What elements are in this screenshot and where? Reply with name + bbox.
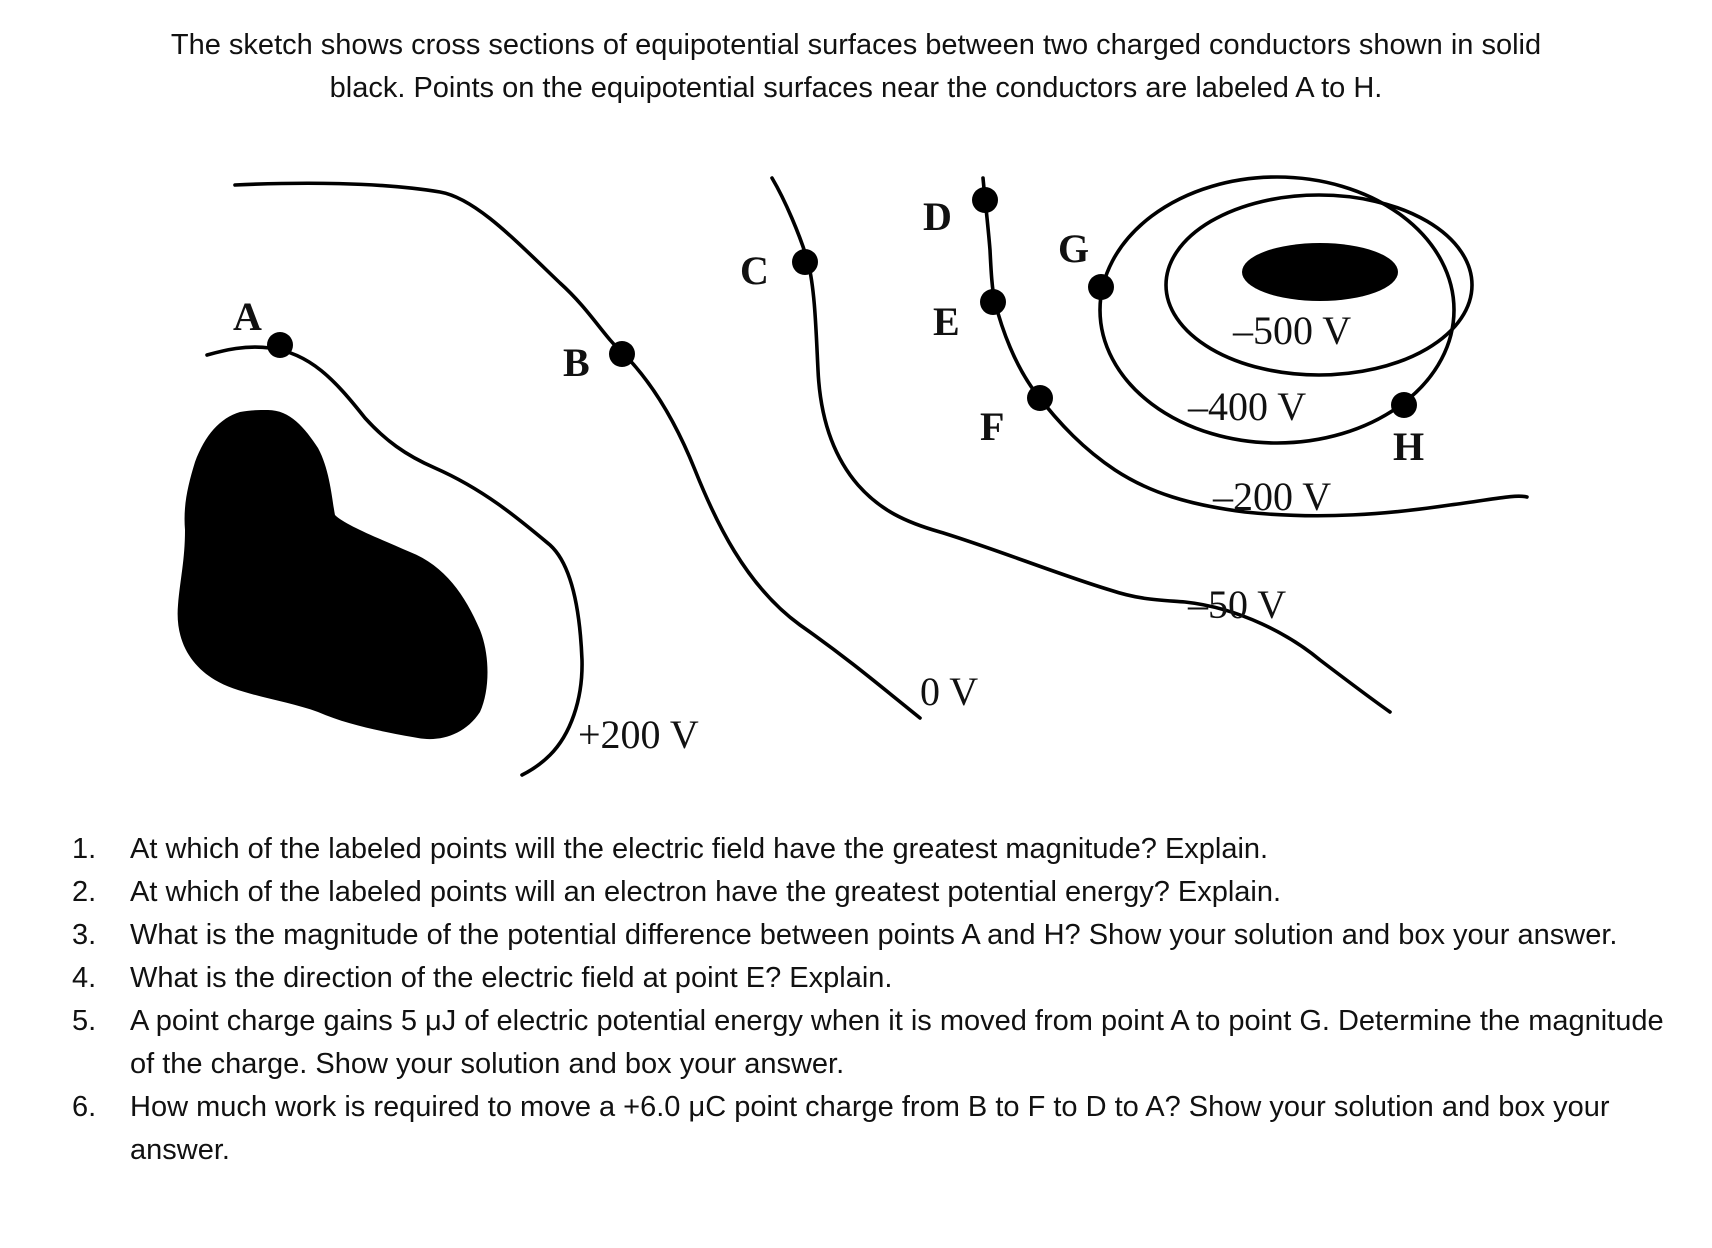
point-d-marker [972, 187, 998, 213]
potential-label-minus500: –500 V [1232, 308, 1351, 353]
question-text: A point charge gains 5 μJ of electric po… [130, 1005, 1664, 1080]
point-label-d: D [923, 194, 952, 239]
intro-line-2: black. Points on the equipotential surfa… [329, 72, 1383, 104]
point-label-c: C [740, 248, 769, 293]
potential-label-plus200: +200 V [578, 712, 699, 757]
question-text: What is the magnitude of the potential d… [130, 919, 1618, 951]
point-g-marker [1088, 274, 1114, 300]
question-text: At which of the labeled points will an e… [130, 876, 1282, 908]
question-text: What is the direction of the electric fi… [130, 962, 893, 994]
point-label-h: H [1393, 424, 1424, 469]
question-item: 4. What is the direction of the electric… [72, 957, 1672, 1000]
equipotential-minus50 [770, 176, 1392, 714]
question-number: 2. [72, 876, 97, 908]
question-item: 6. How much work is required to move a +… [72, 1086, 1672, 1172]
equipotential-minus400 [1098, 175, 1456, 445]
question-list: 1. At which of the labeled points will t… [72, 828, 1672, 1172]
question-item: 2. At which of the labeled points will a… [72, 871, 1672, 914]
equipotential-minus500 [1164, 193, 1474, 377]
question-number: 1. [72, 833, 97, 865]
potential-label-minus50: –50 V [1187, 582, 1286, 627]
point-c-marker [792, 249, 818, 275]
intro-line-1: The sketch shows cross sections of equip… [170, 29, 1542, 61]
equipotential-plus200 [205, 345, 584, 777]
equipotential-minus200 [981, 176, 1529, 518]
potential-label-minus200: –200 V [1212, 474, 1331, 519]
equipotential-diagram: A B C D E F G H +200 V 0 V –50 V –200 V … [177, 175, 1529, 777]
question-text: At which of the labeled points will the … [130, 833, 1269, 865]
question-item: 1. At which of the labeled points will t… [72, 828, 1672, 871]
problem-intro: The sketch shows cross sections of equip… [40, 24, 1672, 110]
point-label-b: B [563, 340, 590, 385]
question-text: How much work is required to move a +6.0… [130, 1091, 1610, 1166]
point-e-marker [980, 289, 1006, 315]
point-f-marker [1027, 385, 1053, 411]
question-item: 5. A point charge gains 5 μJ of electric… [72, 1000, 1672, 1086]
point-label-a: A [233, 294, 262, 339]
question-number: 6. [72, 1091, 97, 1123]
right-conductor [1242, 243, 1398, 301]
potential-label-0v: 0 V [920, 669, 978, 714]
point-h-marker [1391, 392, 1417, 418]
point-label-f: F [980, 404, 1004, 449]
question-item: 3. What is the magnitude of the potentia… [72, 914, 1672, 957]
question-number: 3. [72, 919, 97, 951]
question-number: 5. [72, 1005, 97, 1037]
point-label-e: E [933, 299, 960, 344]
point-a-marker [267, 332, 293, 358]
potential-label-minus400: –400 V [1187, 384, 1306, 429]
point-label-g: G [1058, 226, 1089, 271]
question-number: 4. [72, 962, 97, 994]
left-conductor [177, 410, 488, 740]
point-b-marker [609, 341, 635, 367]
